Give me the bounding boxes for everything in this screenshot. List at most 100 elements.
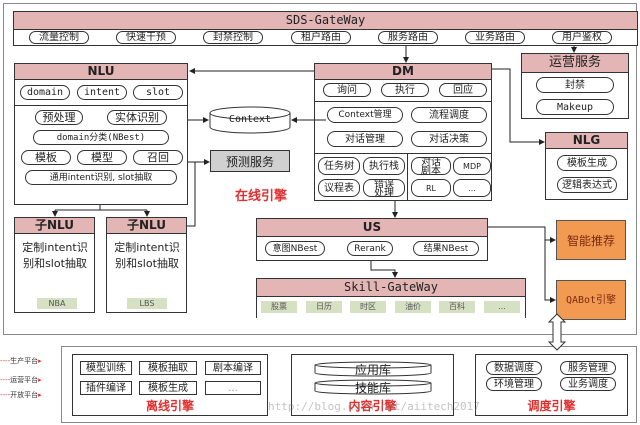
nlu-general-intent-slot[interactable]: 通用intent识别, slot抽取 [25,170,177,185]
dm-context-manage[interactable]: Context管理 [327,107,403,123]
dm-flow-schedule[interactable]: 流程调度 [411,107,487,123]
skill-stock[interactable]: 股票 [261,301,297,313]
nlu-title: NLU [15,64,187,80]
predict-service: 预测服务 [210,150,290,172]
nlu-preprocess[interactable]: 预处理 [35,110,83,125]
sub-nlu-title: 子NLU [15,218,94,234]
nlu-domain[interactable]: domain [20,85,70,100]
watermark: http://blog.csdn.net/aiitech2017 [268,400,480,413]
offline-model-train[interactable]: 模型训练 [80,361,132,375]
dm-task-tree[interactable]: 任务树 [318,157,360,175]
offline-more[interactable]: ... [205,381,261,395]
schedule-env-manage[interactable]: 环境管理 [486,377,542,391]
gateway-item-ban-control[interactable]: 封禁控制 [203,31,263,44]
nlu-slot[interactable]: slot [133,85,183,100]
schedule-engine-label: 调度引擎 [527,399,576,413]
dm-mdp[interactable]: MDP [453,157,491,175]
offline-engine: 模型训练 模板抽取 剧本编译 插件编译 模板生成 ... 离线引擎 [72,354,268,416]
gateway-item-user-auth[interactable]: 用户鉴权 [552,31,612,44]
online-engine-label: 在线引擎 [235,189,288,204]
offline-template-gen[interactable]: 模板生成 [139,381,197,395]
gateway-item-service-route[interactable]: 服务路由 [378,31,438,44]
dm-title: DM [315,64,491,80]
gateway-item-quick-intervene[interactable]: 快速干预 [116,31,176,44]
gateway-item-tenant-route[interactable]: 租户路由 [291,31,351,44]
skill-calendar[interactable]: 日历 [306,301,342,313]
dm-divider [315,101,491,102]
nlg-title: NLG [546,133,627,149]
nlg-logic-expr[interactable]: 逻辑表达式 [557,177,617,193]
nlg-module: NLG 模板生成 逻辑表达式 [545,132,628,200]
nlu-model[interactable]: 模型 [77,150,127,165]
skill-oil-price[interactable]: 油价 [395,301,431,313]
offline-plugin-compile[interactable]: 插件编译 [80,381,132,395]
dm-dialog-script[interactable]: 对话剧本 [411,157,451,175]
sub-nlu-desc: 定制intent识别和slot抽取 [22,241,88,270]
us-result-nbest[interactable]: 结果NBest [413,241,479,256]
app-library-label: 应用库 [354,363,391,377]
dm-rl[interactable]: RL [411,179,451,197]
skill-timezone[interactable]: 时区 [350,301,386,313]
dm-module: DM 询问 执行 回应 Context管理 流程调度 对话管理 对话决策 任务树… [314,63,492,201]
sub-nlu-tag: NBA [37,298,77,309]
skill-more[interactable]: ... [484,301,520,313]
nlu-intent[interactable]: intent [77,85,127,100]
online-engine-frame [3,3,637,335]
dm-agenda[interactable]: 议程表 [318,179,360,197]
context-database-icon [209,106,291,134]
platform-label: 运营平台 [10,376,39,384]
content-engine-label: 内容引擎 [348,399,397,413]
dm-execute[interactable]: 执行 [381,83,429,97]
us-title: US [257,219,487,237]
sub-nlu-nba: 子NLU 定制intent识别和slot抽取 NBA [14,217,95,313]
sds-gateway-title: SDS-GateWay [14,12,637,30]
ops-service: 运营服务 封禁 Makeup [521,53,629,119]
ops-title: 运营服务 [522,54,628,73]
nlu-entity-recognition[interactable]: 实体识别 [107,110,167,125]
dm-error-handle[interactable]: 错误处理 [363,179,405,197]
us-rerank[interactable]: Rerank [347,241,393,256]
nlu-domain-classify[interactable]: domain分类(NBest) [33,130,169,145]
nlu-recall[interactable]: 召回 [133,150,183,165]
schedule-business[interactable]: 业务调度 [560,377,616,391]
sub-nlu-lbs: 子NLU 定制intent识别和slot抽取 LBS [106,217,187,313]
ops-ban[interactable]: 封禁 [536,77,614,93]
offline-template-extract[interactable]: 模板抽取 [139,361,197,375]
platform-operation: ----运营平台▸ [0,376,42,384]
nlu-template[interactable]: 模板 [21,150,71,165]
nlg-template-gen[interactable]: 模板生成 [557,155,617,171]
dm-exec-stack[interactable]: 执行栈 [363,157,405,175]
ops-makeup[interactable]: Makeup [536,99,614,115]
gateway-item-flow-control[interactable]: 流量控制 [29,31,89,44]
dm-divider-vertical [407,153,408,201]
dm-dialog-decision[interactable]: 对话决策 [411,131,487,147]
sub-nlu-tag: LBS [127,298,167,309]
us-intent-nbest[interactable]: 意图NBest [265,241,325,256]
dm-more[interactable]: ... [453,179,491,197]
dm-respond[interactable]: 回应 [439,83,487,97]
schedule-engine: 数据调度 服务管理 环境管理 业务调度 调度引擎 [475,354,628,416]
skill-gateway: Skill-GateWay 股票 日历 时区 油价 百科 ... [256,278,526,318]
sds-gateway: SDS-GateWay 流量控制 快速干预 封禁控制 租户路由 服务路由 业务路… [13,11,638,46]
schedule-data[interactable]: 数据调度 [486,361,542,375]
sub-nlu-title: 子NLU [107,218,186,234]
qabot-engine: QABot引擎 [556,280,626,320]
platform-label: 开放平台 [10,391,39,399]
offline-script-compile[interactable]: 剧本编译 [205,361,261,375]
skill-library-icon [314,379,432,395]
dm-dialog-manage[interactable]: 对话管理 [327,131,403,147]
context-label: Context [228,114,272,125]
offline-frame [61,346,637,423]
skill-encyclopedia[interactable]: 百科 [439,301,475,313]
offline-engine-label: 离线引擎 [145,399,194,413]
platform-production: ----生产平台▸ [0,357,42,365]
content-engine: 应用库 技能库 内容引擎 [291,354,454,416]
us-module: US 意图NBest Rerank 结果NBest [256,218,488,261]
skill-gateway-title: Skill-GateWay [257,279,525,297]
sub-nlu-desc: 定制intent识别和slot抽取 [114,241,180,270]
app-library-icon [314,361,432,377]
dm-divider-bottom [315,153,491,154]
gateway-item-business-route[interactable]: 业务路由 [465,31,525,44]
schedule-service-manage[interactable]: 服务管理 [560,361,616,375]
dm-ask[interactable]: 询问 [323,83,371,97]
